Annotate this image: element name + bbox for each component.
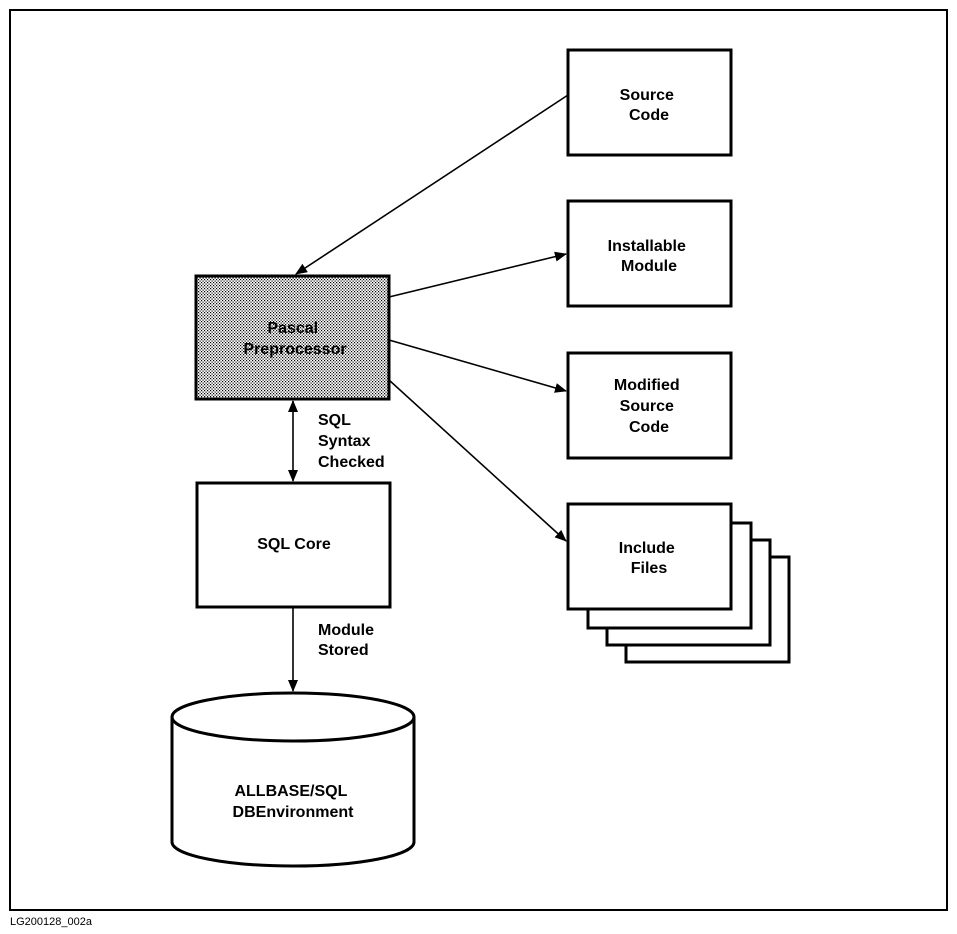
- sql-core-node: SQL Core: [195, 481, 392, 609]
- figure-frame: [9, 9, 948, 911]
- edge-preprocessor-to-include: [388, 379, 567, 542]
- pascal-preprocessor-label-line: Preprocessor: [243, 341, 346, 358]
- include-files-label-line: Files: [631, 560, 668, 577]
- include-files-sheet: [566, 502, 733, 611]
- installable-module-node: Installable Module: [566, 199, 733, 308]
- include-files-label-line: Include: [619, 540, 675, 557]
- edge-preprocessor-to-modified: [388, 339, 567, 393]
- svg-text:Source Code: Source Code: [620, 87, 679, 124]
- source-code-label-line: Code: [629, 107, 669, 124]
- svg-text:Modified Source Co: Modified Source Code: [614, 377, 684, 436]
- cylinder-top: [170, 691, 416, 743]
- modified-source-code-label-line: Modified: [614, 377, 680, 394]
- cylinder-body: [170, 717, 416, 868]
- module-stored-label: Module Stored: [318, 622, 378, 659]
- dbenvironment-label-line: ALLBASE/SQL: [234, 783, 347, 800]
- pascal-preprocessor-label-line: Pascal: [267, 320, 318, 337]
- source-code-label-line: Source: [620, 87, 674, 104]
- syntax-checked-label-line: SQL: [318, 412, 351, 429]
- source-code-node: Source Code: [566, 48, 733, 157]
- svg-text:Pascal Preprocessor: Pascal Preprocessor: [243, 320, 346, 358]
- modified-source-code-node: Modified Source Code: [566, 351, 733, 460]
- installable-module-label-line: Module: [621, 258, 677, 275]
- edge-source-to-preprocessor: [295, 94, 569, 275]
- pascal-preprocessor-node: Pascal Preprocessor: [194, 274, 391, 401]
- svg-text:ALLBASE/SQL DBEnvironmen: ALLBASE/SQL DBEnvironment: [233, 783, 355, 821]
- module-stored-label-line: Stored: [318, 642, 369, 659]
- syntax-checked-label-line: Syntax: [318, 433, 371, 450]
- dbenvironment-cylinder: ALLBASE/SQL DBEnvironment: [170, 691, 416, 868]
- dbenvironment-label-line: DBEnvironment: [233, 804, 355, 821]
- figure-id: LG200128_002a: [10, 916, 93, 928]
- modified-source-code-label-line: Code: [629, 419, 669, 436]
- svg-text:Include Files: Include Files: [619, 540, 679, 577]
- syntax-checked-label: SQL Syntax Checked: [318, 412, 385, 471]
- sql-core-label: SQL Core: [257, 536, 331, 553]
- installable-module-label-line: Installable: [608, 238, 686, 255]
- module-stored-label-line: Module: [318, 622, 374, 639]
- svg-text:SQL Core: SQL Core: [257, 536, 331, 553]
- edge-preprocessor-to-installable: [388, 251, 567, 298]
- svg-text:Installable Module: Installable Module: [608, 238, 691, 275]
- include-files-node: Include Files: [566, 502, 791, 664]
- modified-source-code-label-line: Source: [620, 398, 674, 415]
- syntax-checked-label-line: Checked: [318, 454, 385, 471]
